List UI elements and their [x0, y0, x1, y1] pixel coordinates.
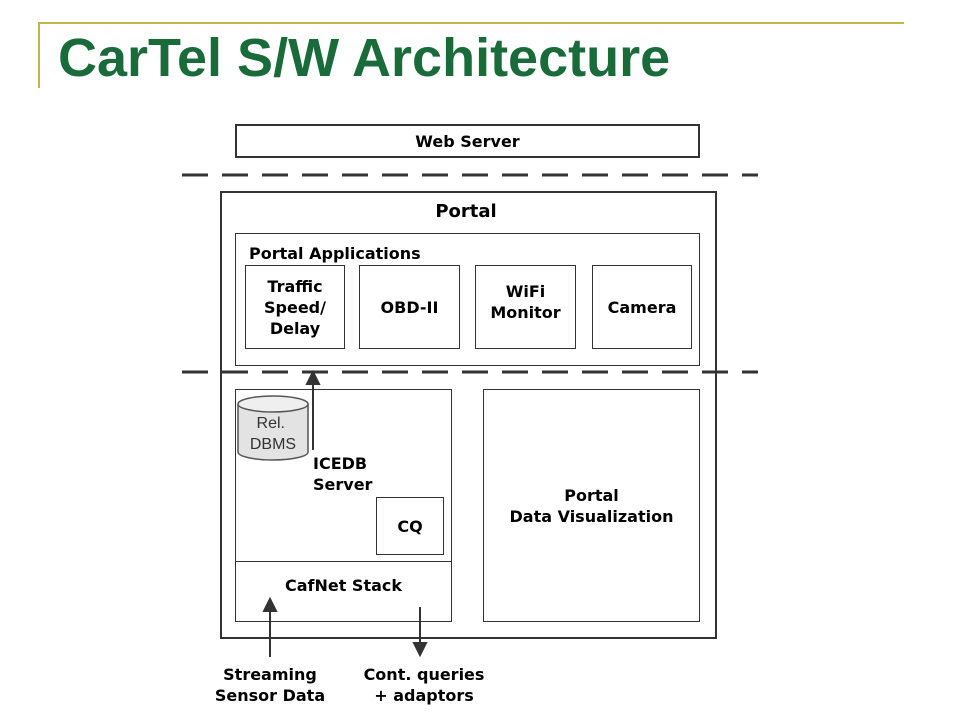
- app-wifi-label: WiFi Monitor: [490, 282, 561, 322]
- database-icon: Rel. DBMS: [237, 395, 309, 461]
- portal-applications-label: Portal Applications: [249, 244, 421, 263]
- portal-visualization-box: Portal Data Visualization: [483, 389, 700, 622]
- continuous-queries-label: Cont. queries + adaptors: [363, 665, 485, 705]
- database-label-line-1: Rel.: [257, 415, 285, 432]
- app-camera-label: Camera: [607, 297, 677, 317]
- title-accent: [38, 22, 904, 88]
- arrow-queries-out: [412, 607, 428, 658]
- cq-label: CQ: [397, 516, 423, 536]
- page-title: CarTel S/W Architecture: [58, 28, 671, 88]
- app-wifi-box: WiFi Monitor: [475, 265, 576, 349]
- app-traffic-label: Traffic Speed/ Delay: [264, 276, 326, 338]
- cq-box: CQ: [376, 497, 444, 555]
- streaming-sensor-data-label: Streaming Sensor Data: [214, 665, 326, 705]
- arrow-sensor-data-in: [262, 596, 278, 657]
- portal-label: Portal: [435, 201, 497, 222]
- app-obd-label: OBD-II: [380, 297, 439, 317]
- title-accent-top-line: [38, 22, 904, 24]
- arrow-icedb-to-apps: [305, 369, 321, 450]
- app-obd-box: OBD-II: [359, 265, 460, 349]
- database-label: Rel. DBMS: [250, 415, 296, 453]
- portal-visualization-label: Portal Data Visualization: [509, 485, 674, 526]
- app-camera-box: Camera: [592, 265, 692, 349]
- cafnet-stack-label: CafNet Stack: [284, 576, 403, 595]
- icedb-server-label: ICEDB Server: [313, 454, 373, 494]
- web-server-box: Web Server: [235, 124, 700, 158]
- app-traffic-box: Traffic Speed/ Delay: [245, 265, 345, 349]
- title-accent-left-line: [38, 22, 40, 88]
- web-server-label: Web Server: [415, 131, 520, 151]
- database-label-line-2: DBMS: [250, 436, 296, 453]
